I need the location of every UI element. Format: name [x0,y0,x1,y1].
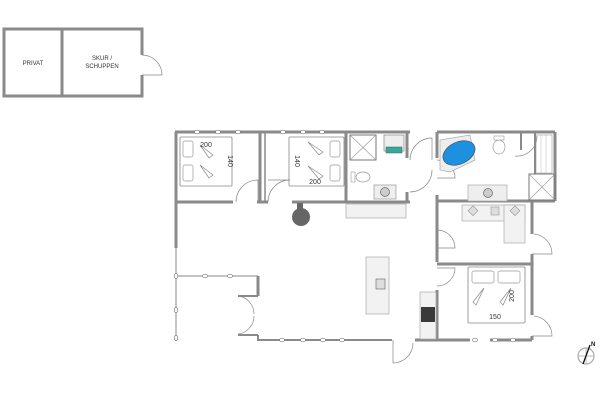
compass-north-label: N [591,342,595,348]
room-label-schuppen: SCHUPPEN [85,64,118,70]
kitchen-counter [345,203,407,219]
bathtub-icon [442,140,476,166]
bathroom-2 [439,132,556,202]
doors [235,135,553,364]
stove-icon [419,291,437,340]
bed-width-label: 140 [226,155,233,167]
bathroom-1 [345,134,407,219]
outbuilding: PRIVAT SKUR / SCHUPPEN [2,27,163,98]
room-label-skur: SKUR / [92,56,112,62]
bed-width-label: 140 [293,155,300,167]
bed-length-label: 200 [200,142,212,149]
shower-icon [528,173,556,201]
bed-length-label: 200 [509,290,516,302]
sauna-bench [535,134,553,174]
sofa-area [461,204,526,244]
room-label-privat: PRIVAT [23,61,44,67]
windows [173,129,516,343]
toilet-icon [355,171,371,183]
bedroom-1: 200 140 [179,136,233,187]
compass-icon: N [577,342,595,365]
bed-length-label: 200 [309,179,321,186]
sink-icon [375,278,386,290]
bedroom-2: 140 200 [288,136,345,187]
fireplace-icon [292,203,310,226]
bedroom-3: 150 200 [467,266,526,324]
kitchen-island [365,256,390,315]
bed-width-label: 150 [489,314,501,321]
toilet-icon [492,139,506,155]
door-swing-icon [141,54,163,76]
